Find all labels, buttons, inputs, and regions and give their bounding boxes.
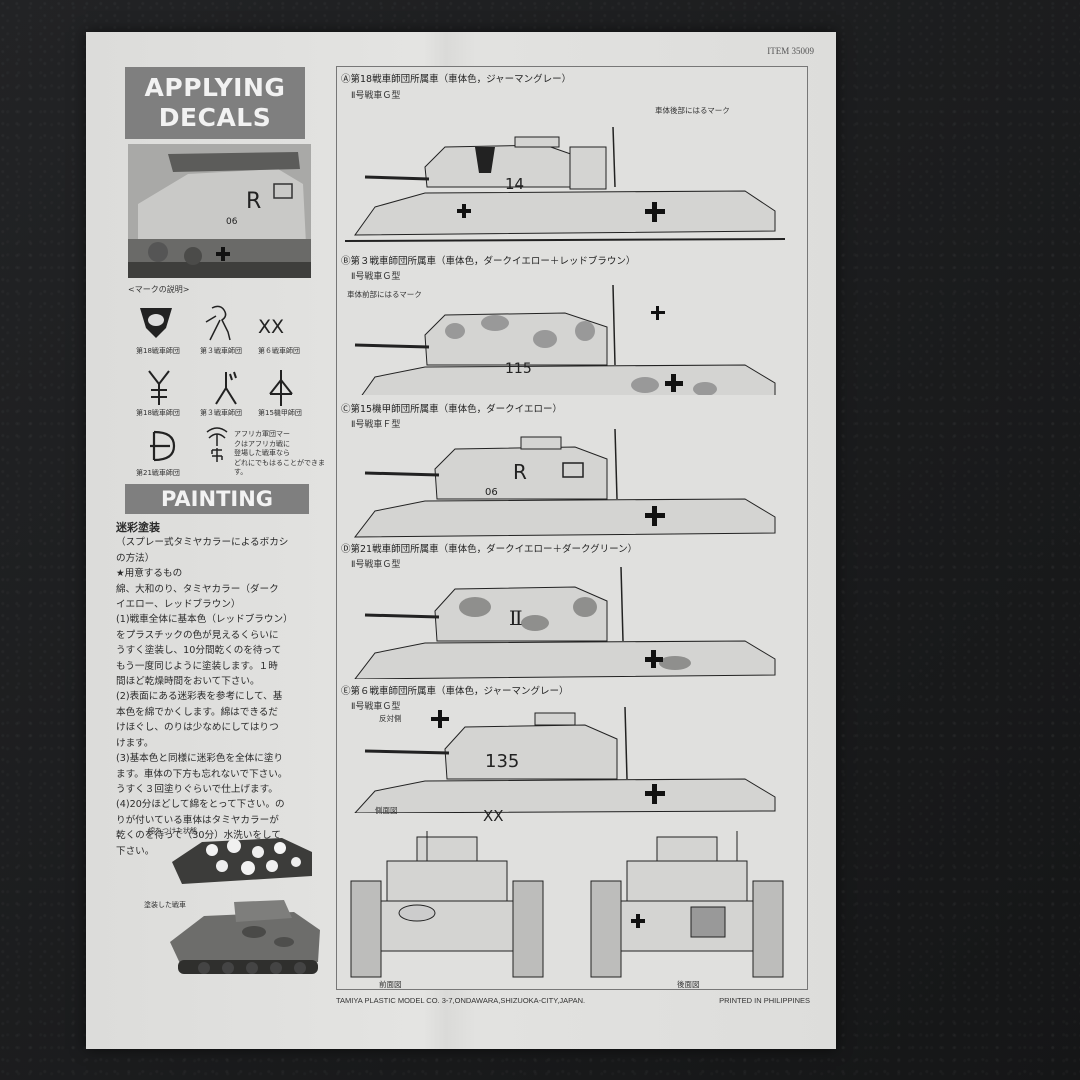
tank-a-title: Ⓐ第18戦車師団所属車（車体色，ジャーマングレー） xyxy=(341,74,572,85)
front-view-label: 前面図 xyxy=(379,980,402,989)
painting-line: 乾くのを待って（30分）水洗いをして xyxy=(116,830,281,842)
tank-markings-panel: Ⓐ第18戦車師団所属車（車体色，ジャーマングレー） Ⅱ号戦車Ｇ型 車体後部にはる… xyxy=(336,66,808,990)
painting-line: 綿、大和のり、タミヤカラー（ダーク xyxy=(116,583,279,595)
tank-c-hull-number: 06 xyxy=(485,487,498,498)
applying-header-line1: APPLYING xyxy=(144,73,286,102)
balkenkreuz-icon xyxy=(645,506,665,526)
tank-d-turret-number: Ⅱ xyxy=(509,606,523,630)
painting-line: をプラスチックの色が見えるくらいに xyxy=(116,629,279,641)
item-number: ITEM 35009 xyxy=(767,46,814,56)
painting-line: （スプレー式タミヤカラーによるボカシ xyxy=(116,537,289,549)
balkenkreuz-icon xyxy=(431,710,665,804)
painting-line: 間ほど乾燥時間をおいて下さい。 xyxy=(116,676,260,688)
tank-d-side-view: Ⅱ xyxy=(354,567,776,679)
mark-label-4: 第18戦車師団 xyxy=(136,409,180,417)
15th-division-icon xyxy=(269,370,293,406)
front-view-drawing xyxy=(350,831,544,978)
18th-panzer-division-icon xyxy=(140,308,172,338)
africa-note: アフリカ軍団マー クはアフリカ戦に 登場した戦車なら どれにでもはることができま… xyxy=(234,430,325,476)
applying-header-line2: DECALS xyxy=(158,103,272,132)
balkenkreuz-icon xyxy=(651,306,683,392)
photo-letter: R xyxy=(246,189,261,214)
3rd-division-y-icon xyxy=(215,371,237,405)
decal-example-photo: R 06 xyxy=(128,144,311,278)
photo1-caption: 綿をつけた状態 xyxy=(148,827,197,835)
rear-view-drawing xyxy=(590,831,784,978)
21st-division-d-icon xyxy=(150,430,176,462)
mark-label-7: 第21戦車師団 xyxy=(136,469,180,477)
tank-e-side-view: 135 xyxy=(354,707,776,813)
instruction-sheet: ITEM 35009 APPLYING DECALS R 06 <マークの説明> xyxy=(86,32,836,1049)
tank-b-model: Ⅱ号戦車Ｇ型 xyxy=(351,272,401,282)
tank-b-note: 車体前部にはるマーク xyxy=(347,290,422,299)
painting-line: うすく塗装し、10分間乾くのを待って xyxy=(116,645,282,657)
painting-line: の方法） xyxy=(116,552,155,564)
tank-c-model: Ⅱ号戦車Ｆ型 xyxy=(351,420,401,430)
tank-a-model: Ⅱ号戦車Ｇ型 xyxy=(351,91,401,101)
painting-line: もう一度同じように塗装します。１時 xyxy=(116,660,278,672)
mark-label-5: 第３戦車師団 xyxy=(200,409,242,417)
painted-tank-photo xyxy=(170,900,320,974)
tank-c-turret-letter: R xyxy=(513,460,527,484)
tank-e-turret-number: 135 xyxy=(485,751,519,772)
footer-address: TAMIYA PLASTIC MODEL CO. 3-7,ONDAWARA,SH… xyxy=(336,996,586,1005)
painting-line: けます。 xyxy=(116,737,154,749)
mark-label-6: 第15機甲師団 xyxy=(258,409,302,417)
tank-e-title: Ⓔ第６戦車師団所属車（車体色，ジャーマングレー） xyxy=(341,686,569,697)
cotton-masked-tank-photo xyxy=(172,838,312,884)
balkenkreuz-icon xyxy=(631,914,645,928)
painting-line: (1)戦車全体に基本色（レッドブラウン） xyxy=(116,614,293,626)
painting-line: (2)表面にある迷彩表を参考にして、基 xyxy=(116,691,283,703)
applying-decals-header: APPLYING DECALS xyxy=(125,67,305,139)
tank-a-turret-number: 14 xyxy=(505,175,524,193)
tank-b-turret-number: 115 xyxy=(505,361,532,377)
painting-header: PAINTING xyxy=(125,484,309,514)
photo-number: 06 xyxy=(226,217,238,227)
tank-photo-illustration: R 06 xyxy=(128,144,311,278)
svg-text:XX: XX xyxy=(258,316,284,336)
rear-view-label: 後面図 xyxy=(677,980,700,989)
painting-instructions: 迷彩塗装 （スプレー式タミヤカラーによるボカシ の方法） ★用意するもの 綿、大… xyxy=(116,520,328,859)
tank-b-title: Ⓑ第３戦車師団所属車（車体色，ダークイエロー＋レッドブラウン） xyxy=(341,256,636,267)
painting-line: ★用意するもの xyxy=(116,568,183,580)
6th-panzer-division-xx-icon: XX xyxy=(258,316,284,336)
3rd-panzer-division-bear-icon xyxy=(205,305,231,341)
footer-printed: PRINTED IN PHILIPPINES xyxy=(719,996,810,1005)
mark-label-3: 第６戦車師団 xyxy=(258,347,300,355)
tank-c-title: Ⓒ第15機甲師団所属車（車体色，ダークイエロー） xyxy=(341,404,563,415)
painting-line: イエロー、レッドブラウン） xyxy=(116,599,241,611)
18th-division-y-icon xyxy=(148,370,170,405)
mark-label-2: 第３戦車師団 xyxy=(200,347,242,355)
balkenkreuz-icon xyxy=(457,202,665,222)
xx-marking: XX xyxy=(483,807,504,825)
marks-caption: <マークの説明> xyxy=(128,285,190,294)
painting-line: けほぐし、のりは少なめにしてはりつ xyxy=(116,722,279,734)
painting-line: (4)20分ほどして綿をとって下さい。の xyxy=(116,799,285,811)
tank-b-side-view: 115 xyxy=(354,285,776,395)
tank-a-side-view: 14 xyxy=(345,126,786,242)
tank-d-title: Ⓓ第21戦車師団所属車（車体色，ダークイエロー＋ダークグリーン） xyxy=(341,544,638,555)
painting-line: 下さい。 xyxy=(116,845,155,857)
tank-e-model: Ⅱ号戦車Ｇ型 xyxy=(351,702,401,712)
photo2-caption: 塗装した戦車 xyxy=(144,901,186,909)
afrika-korps-palm-icon xyxy=(206,427,228,462)
painting-line: うすく３回塗りぐらいで仕上げます。 xyxy=(116,783,278,795)
painting-line: (3)基本色と同様に迷彩色を全体に塗り xyxy=(116,753,284,765)
balkenkreuz-icon xyxy=(645,650,663,668)
tank-e-note: 反対側 xyxy=(379,714,402,723)
tank-d-model: Ⅱ号戦車Ｇ型 xyxy=(351,560,401,570)
balkenkreuz-icon xyxy=(216,247,230,261)
painting-line: 本色を綿でかくします。綿はできるだ xyxy=(116,706,278,718)
side-view-label: 側面図 xyxy=(375,806,398,815)
painting-line: ます。車体の下方も忘れないで下さい。 xyxy=(116,768,288,780)
painting-title: 迷彩塗装 xyxy=(116,521,160,534)
painting-line: りが付いている車体はタミヤカラーが xyxy=(116,814,279,826)
mark-label-1: 第18戦車師団 xyxy=(136,347,180,355)
tank-c-side-view: R 06 xyxy=(353,429,776,538)
tank-a-note: 車体後部にはるマーク xyxy=(655,106,730,115)
